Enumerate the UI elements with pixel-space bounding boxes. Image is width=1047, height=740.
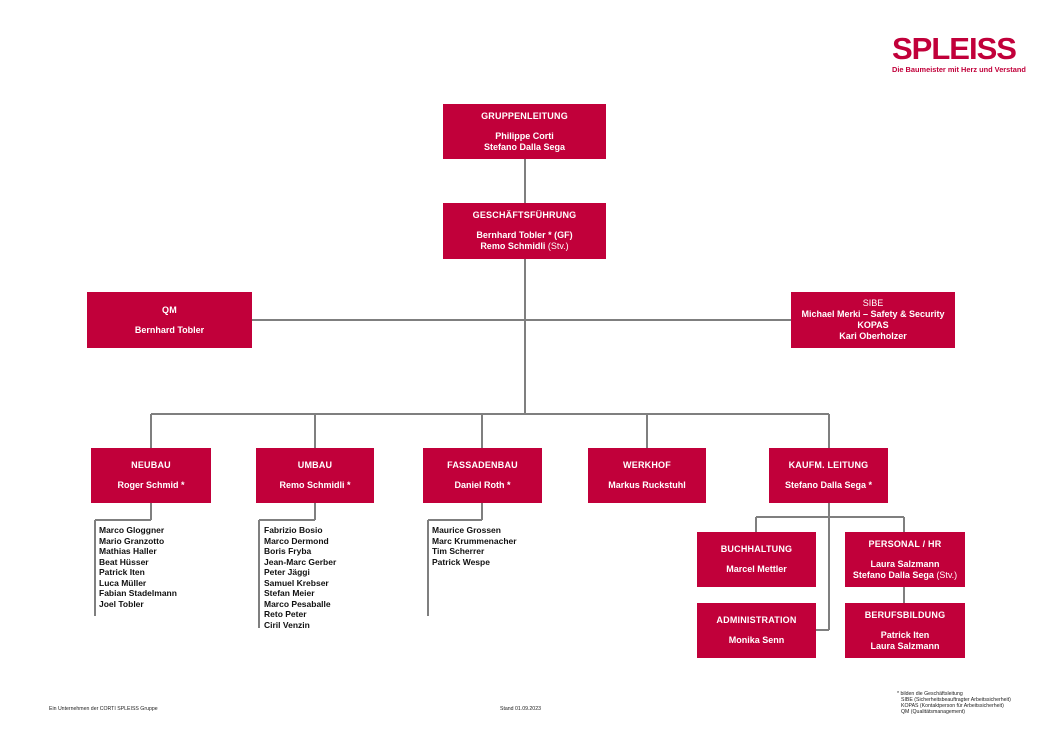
footer-date: Stand 01.09.2023 [500,706,541,712]
person-name: Marcel Mettler [726,564,787,574]
footer-legend: * bilden die Geschäftsleitung SIBE (Sich… [897,691,1011,715]
box-werkhof: WERKHOF Markus Ruckstuhl [588,448,706,503]
box-sibe: SIBE Michael Merki – Safety & Security K… [791,292,955,348]
team-member: Mario Granzotto [99,535,165,546]
person-name: Bernhard Tobler * (GF) [476,230,573,240]
person-name: Michael Merki – Safety & Security [801,309,945,319]
legend-line: * bilden die Geschäftsleitung [897,691,963,697]
box-fassadenbau: FASSADENBAU Daniel Roth * [423,448,542,503]
team-member: Patrick Wespe [432,556,490,567]
legend-line: QM (Qualitätsmanagement) [901,709,966,715]
box-title: GESCHÄFTSFÜHRUNG [472,210,577,220]
box-administration: ADMINISTRATION Monika Senn [697,603,816,658]
box-title: KAUFM. LEITUNG [788,460,869,470]
person-name: Remo Schmidli [480,241,546,251]
person-name-deputy: Remo Schmidli (Stv.) [480,241,568,252]
footer-company-note: Ein Unternehmen der CORTI SPLEISS Gruppe [49,706,158,712]
company-logo: SPLEISS Die Baumeister mit Herz und Vers… [892,31,1026,75]
team-member: Marco Dermond [264,535,329,546]
box-title: BERUFSBILDUNG [864,609,946,620]
logo-wordmark: SPLEISS [892,31,1017,66]
person-name: Monika Senn [728,635,785,645]
team-member: Beat Hüsser [99,556,149,567]
person-name: Stefano Dalla Sega [483,141,566,152]
box-title: SIBE [862,298,884,308]
box-title: PERSONAL / HR [868,538,942,549]
team-member: Stefan Meier [264,588,315,598]
person-name: Stefano Dalla Sega [852,569,934,580]
team-member: Samuel Krebser [264,577,329,588]
team-member: Mathias Haller [99,546,157,556]
team-member: Fabian Stadelmann [99,588,177,598]
person-name: Markus Ruckstuhl [608,480,686,490]
team-list-fassadenbau: Maurice Grossen Marc Krummenacher Tim Sc… [432,525,517,567]
box-geschaeftsfuehrung: GESCHÄFTSFÜHRUNG Bernhard Tobler * (GF) … [443,203,606,259]
legend-line: SIBE (Sicherheitsbeauftragter Arbeitssic… [901,697,1011,703]
box-qm: QM Bernhard Tobler [87,292,252,348]
box-title: FASSADENBAU [447,460,518,470]
person-name: Roger Schmid * [117,480,185,490]
role-label: KOPAS [857,320,889,330]
person-name: Laura Salzmann [870,640,940,651]
team-member: Boris Fryba [264,546,312,556]
box-kaufm-leitung: KAUFM. LEITUNG Stefano Dalla Sega * [769,448,888,503]
person-name: Philippe Corti [495,130,554,141]
person-name: Patrick Iten [880,629,930,640]
person-name: Remo Schmidli * [279,480,351,490]
person-name: Kari Oberholzer [839,331,907,341]
person-name-deputy: Stefano Dalla Sega (Stv.) [853,570,957,581]
person-name: Bernhard Tobler [134,324,205,335]
box-title: ADMINISTRATION [716,615,797,625]
team-member: Reto Peter [264,609,307,619]
box-personal-hr: PERSONAL / HR Laura Salzmann Stefano Dal… [845,532,965,587]
box-title: QM [162,304,177,315]
box-gruppenleitung: GRUPPENLEITUNG Philippe Corti Stefano Da… [443,104,606,159]
box-buchhaltung: BUCHHALTUNG Marcel Mettler [697,532,816,587]
person-name: Daniel Roth * [454,480,511,490]
box-title: WERKHOF [623,460,671,470]
box-neubau: NEUBAU Roger Schmid * [91,448,211,503]
team-member: Marc Krummenacher [432,535,517,546]
logo-tagline: Die Baumeister mit Herz und Verstand [892,65,1026,74]
team-list-umbau: Fabrizio Bosio Marco Dermond Boris Fryba… [264,525,336,630]
team-member: Jean-Marc Gerber [264,556,337,567]
team-member: Patrick Iten [99,567,145,577]
box-berufsbildung: BERUFSBILDUNG Patrick Iten Laura Salzman… [845,603,965,658]
deputy-suffix: (Stv.) [933,569,958,580]
team-list-neubau: Marco Gloggner Mario Granzotto Mathias H… [99,525,177,609]
box-umbau: UMBAU Remo Schmidli * [256,448,374,503]
person-name: Stefano Dalla Sega * [784,480,873,490]
team-member: Peter Jäggi [264,567,310,577]
team-member: Joel Tobler [99,598,144,609]
deputy-suffix: (Stv.) [545,241,569,251]
team-member: Fabrizio Bosio [264,525,323,535]
box-title: GRUPPENLEITUNG [481,110,568,121]
person-name: Laura Salzmann [870,558,940,569]
box-title: UMBAU [297,460,333,470]
team-member: Marco Gloggner [99,525,165,535]
team-member: Marco Pesaballe [264,598,331,609]
team-member: Maurice Grossen [432,525,501,535]
team-member: Tim Scherrer [432,546,485,556]
box-title: BUCHHALTUNG [720,544,793,554]
team-member: Ciril Venzin [264,619,310,630]
box-title: NEUBAU [131,460,171,470]
team-member: Luca Müller [99,577,147,588]
legend-line: KOPAS (Kontaktperson für Arbeitssicherhe… [901,703,1004,709]
